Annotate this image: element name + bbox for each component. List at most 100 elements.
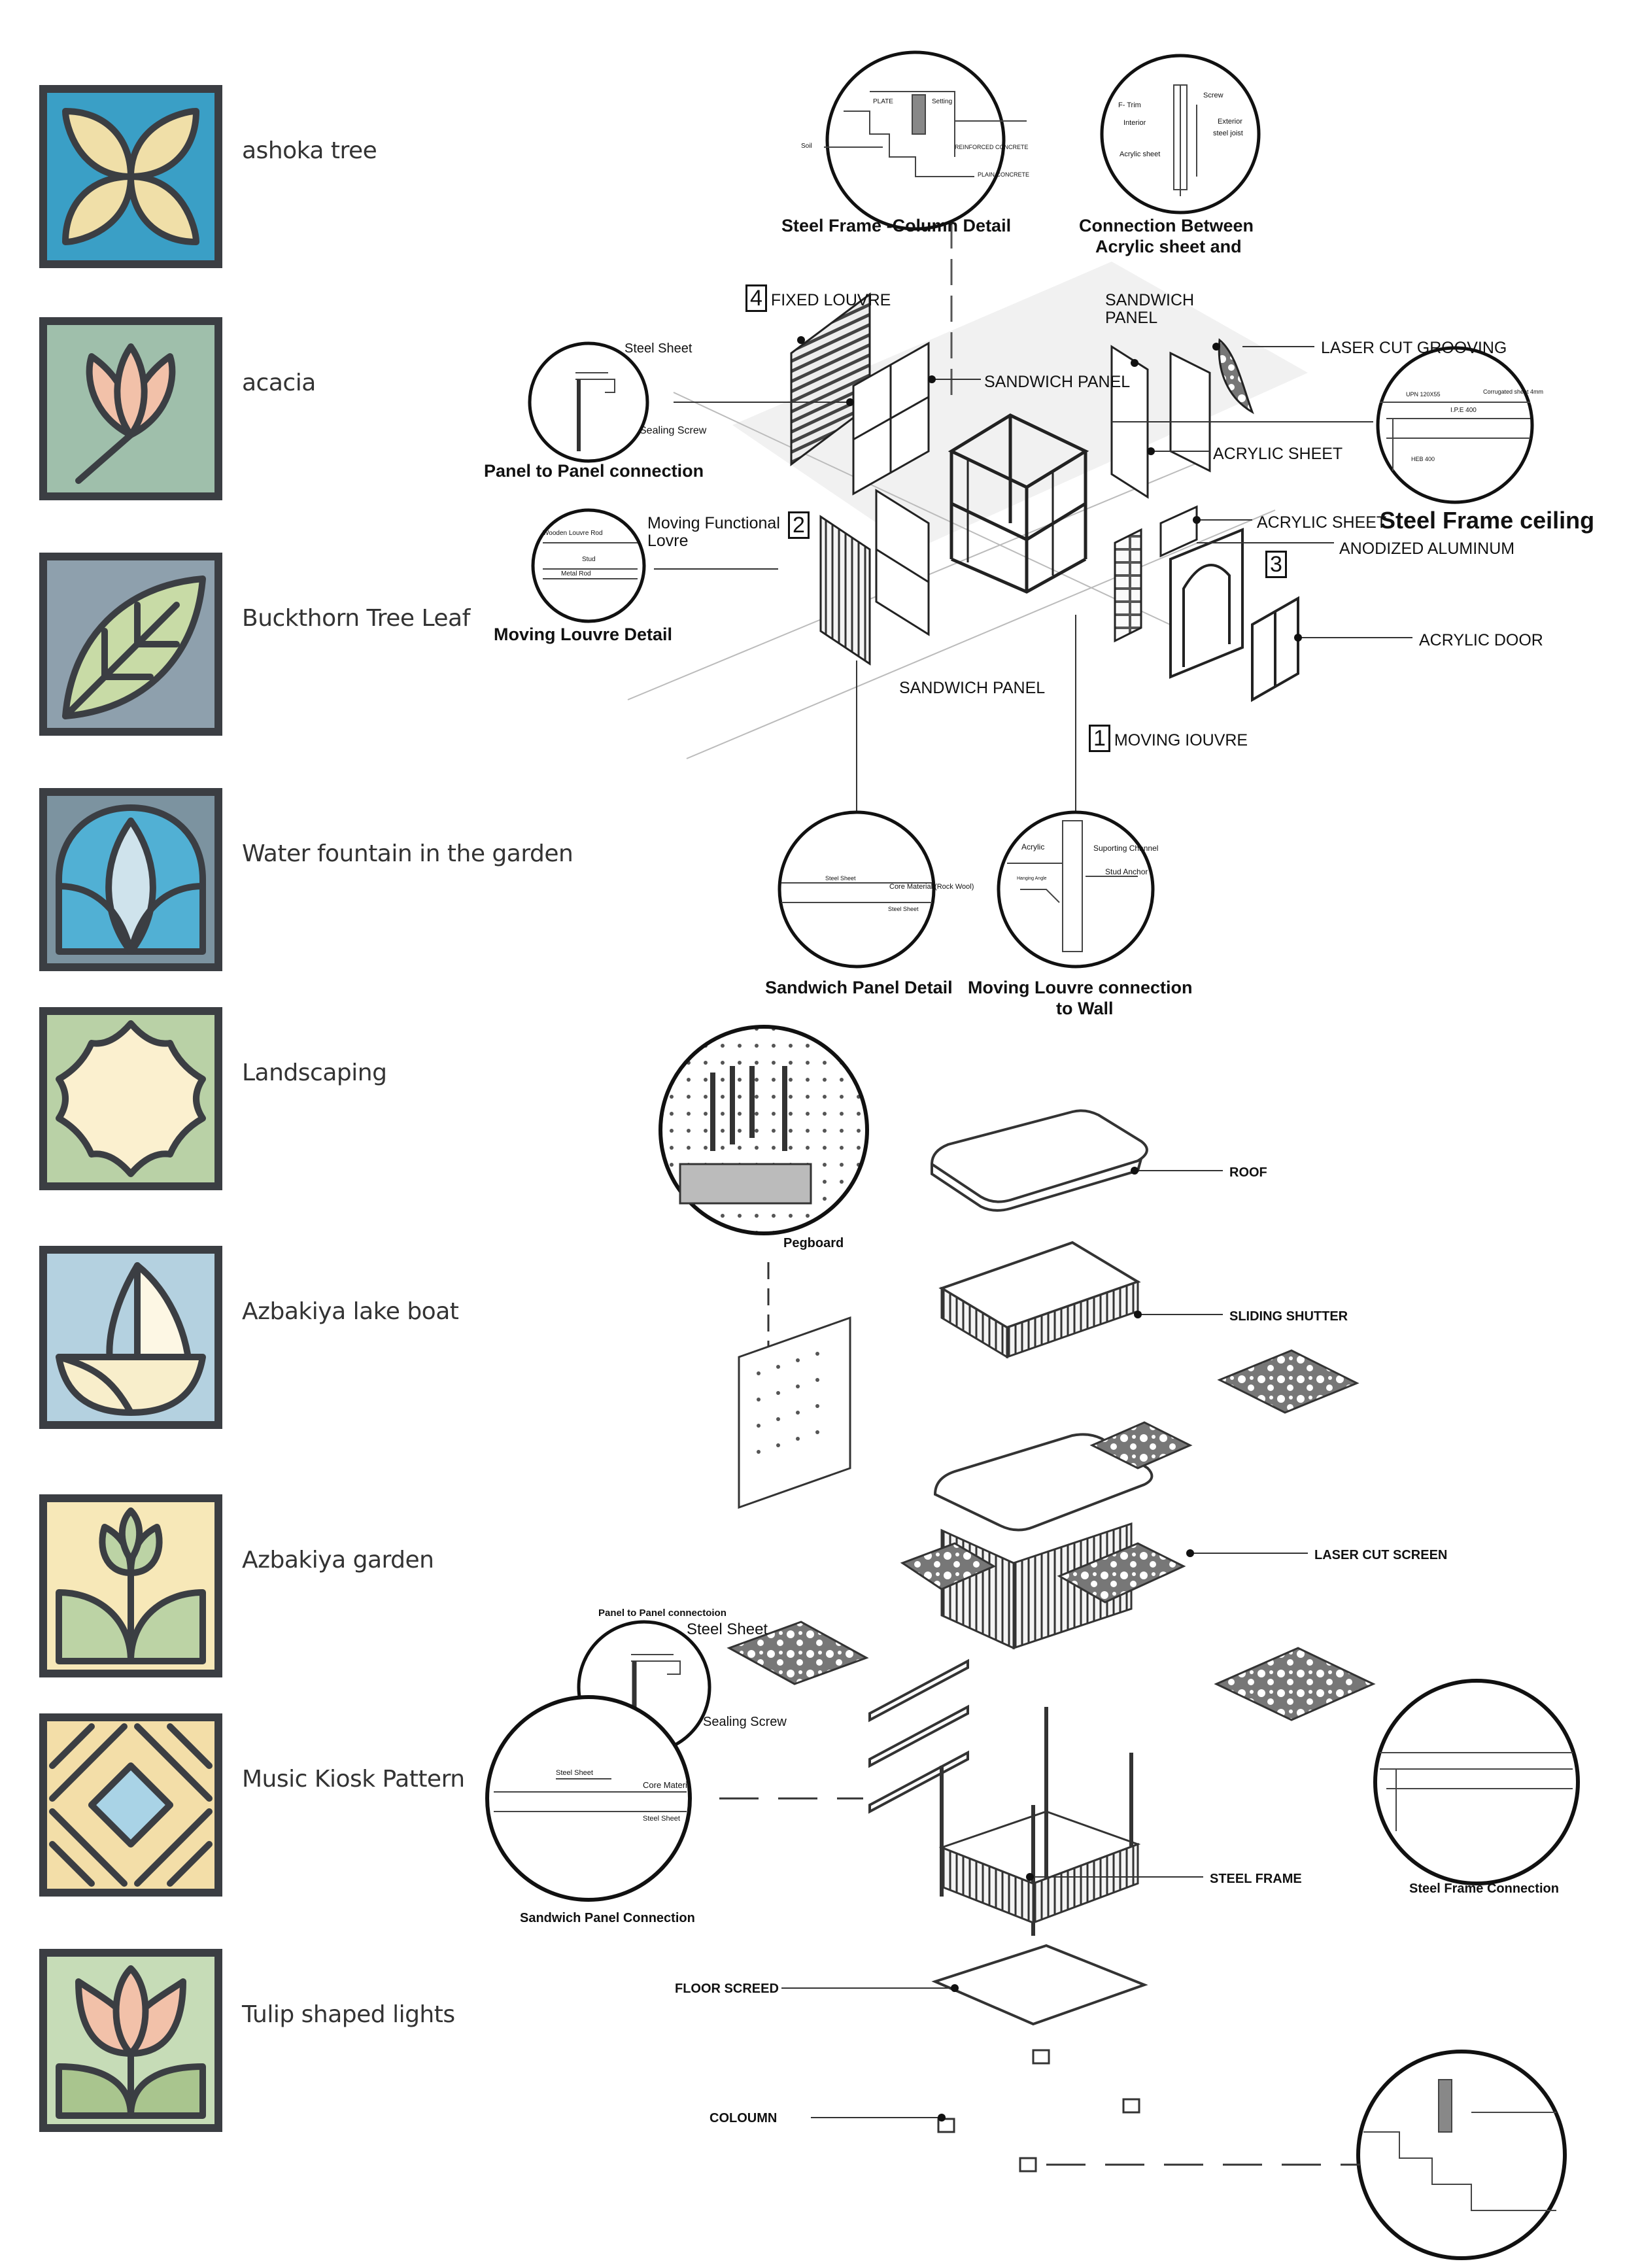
- acrylic-door-panel: [1251, 596, 1299, 702]
- legend-tile-5: [39, 1246, 222, 1429]
- callout-steel-joist: steel joist: [1213, 129, 1243, 137]
- steel-frame-ceiling-title: Steel Frame ceiling: [1380, 507, 1595, 534]
- leader-dot: [1026, 1873, 1034, 1881]
- column-detail-title: Steel Frame -Column Detail: [781, 216, 1012, 235]
- leader-dot: [1294, 634, 1302, 642]
- callout-f-trim: F- Trim: [1118, 101, 1141, 109]
- detail-circle-steel-frame-connection: [1373, 1679, 1580, 1885]
- acrylic-connection-title-1: Connection Between: [1079, 216, 1254, 235]
- steel-frame-lower: [938, 1707, 1141, 1936]
- panel-to-panel-title: Panel to Panel connection: [484, 461, 704, 481]
- detail-circle-moving-louvre: [531, 508, 646, 623]
- callout-upn: UPN 120X55: [1406, 391, 1441, 398]
- leader-dot: [1193, 516, 1201, 524]
- callout-steel-sheet-c: Steel Sheet: [556, 1769, 593, 1777]
- bottom-leader-lines: [781, 1170, 1308, 2118]
- coloumn-label: COLOUMN: [710, 2111, 778, 2125]
- laser-screen-left: [727, 1621, 869, 1685]
- leader-dot: [928, 375, 936, 383]
- moving-louvre-panel: [1114, 528, 1142, 643]
- boat-icon: [39, 1246, 222, 1429]
- assembled-kiosk: [900, 1421, 1193, 1650]
- sandwich-panel-mid-label: SANDWICH PANEL: [984, 373, 1131, 391]
- moving-louvre-text: MOVING IOUVRE: [1114, 731, 1248, 749]
- water-fountain-icon: [39, 788, 222, 971]
- legend-tile-4: [39, 1007, 222, 1190]
- acrylic-sheet-label-2: ACRYLIC SHEET: [1257, 513, 1387, 532]
- acrylic-door-label: ACRYLIC DOOR: [1419, 631, 1543, 649]
- laser-cut-grooving-ornament: [1218, 338, 1254, 415]
- floor-screed-slab: [931, 1944, 1148, 2026]
- louvre-wall-title-2: to Wall: [1056, 999, 1114, 1018]
- sandwich-panel-detail-title: Sandwich Panel Detail: [765, 978, 953, 997]
- steel-beams: [868, 1658, 969, 1814]
- legend-label-7: Music Kiosk Pattern: [242, 1766, 465, 1793]
- moving-louvre-detail-title: Moving Louvre Detail: [494, 625, 673, 644]
- steel-frame-label: STEEL FRAME: [1210, 1872, 1302, 1886]
- sandwich-panel-top-2: PANEL: [1105, 309, 1158, 327]
- pegboard-label: Pegboard: [783, 1236, 844, 1250]
- landscaping-flower-icon: [39, 1007, 222, 1190]
- legend-label-8: Tulip shaped lights: [242, 2001, 455, 2028]
- tulip-icon: [39, 1949, 222, 2132]
- acrylic-connection-title-2: Acrylic sheet and: [1095, 237, 1242, 256]
- detail-circle-ceiling: [1376, 346, 1534, 504]
- callout-soil: Soil: [801, 143, 812, 150]
- callout-reinforced: REINFORCED CONCRETE: [955, 144, 1029, 150]
- sealing-screw-label-top: Sealing Screw: [640, 425, 707, 436]
- legend-tile-7: [39, 1713, 222, 1897]
- callout-steel-sheet-a: Steel Sheet: [825, 875, 856, 882]
- callout-stud-anchor: Stud Anchor: [1105, 867, 1148, 876]
- leader-dot: [951, 1984, 959, 1992]
- legend-label-3: Water fountain in the garden: [242, 840, 573, 867]
- detail-circle-louvre-wall: [997, 810, 1155, 969]
- laser-cut-grooving-label: LASER CUT GROOVING: [1321, 339, 1507, 357]
- callout-acrylic-sheet: Acrylic sheet: [1120, 150, 1161, 158]
- leader-dot: [797, 336, 805, 344]
- callout-ipe: I.P.E 400: [1450, 407, 1477, 414]
- roof-slab: [930, 1109, 1148, 1212]
- legend-label-5: Azbakiya lake boat: [242, 1298, 459, 1325]
- laser-cut-screen-label: LASER CUT SCREEN: [1314, 1548, 1448, 1562]
- legend-tile-3: [39, 788, 222, 971]
- callout-plain: PLAIN CONCRETE: [978, 171, 1030, 178]
- steel-sheet-label-bottom: Steel Sheet: [687, 1621, 768, 1638]
- callout-plate: PLATE: [873, 98, 893, 105]
- leader-dot: [1131, 359, 1138, 367]
- roof-label: ROOF: [1229, 1165, 1267, 1180]
- legend-tile-2: [39, 553, 222, 736]
- callout-wooden-louvre: Wooden Louvre Rod: [543, 530, 603, 537]
- sliding-shutter: [938, 1241, 1141, 1359]
- moving-functional-number: 2: [788, 511, 813, 539]
- fixed-louvre-text: FIXED LOUVRE: [770, 291, 891, 309]
- louvre-wall-title-1: Moving Louvre connection: [968, 978, 1193, 997]
- detail-circle-column-footing: [1356, 2050, 1567, 2260]
- acrylic-sheet-label-1: ACRYLIC SHEET: [1213, 445, 1343, 463]
- panel-to-panel-small-label: Panel to Panel connectoion: [598, 1607, 727, 1619]
- pegboard-panel: [738, 1316, 851, 1509]
- pegboard-photo-circle: [659, 1025, 869, 1235]
- garden-plant-icon: [39, 1494, 222, 1677]
- legend-label-4: Landscaping: [242, 1059, 387, 1086]
- number-three-box: 3: [1265, 551, 1287, 578]
- detail-circle-panel-to-panel: [528, 341, 649, 463]
- legend-tile-6: [39, 1494, 222, 1677]
- column-footings: [937, 2049, 1140, 2173]
- leader-dot: [846, 398, 854, 406]
- legend-label-6: Azbakiya garden: [242, 1547, 434, 1573]
- anodized-number: 3: [1265, 551, 1291, 578]
- moving-functional-label-1: Moving Functional: [647, 514, 780, 532]
- legend-tile-1: [39, 317, 222, 500]
- callout-heb: HEB 400: [1411, 456, 1435, 462]
- detail-circle-sandwich: [778, 810, 936, 969]
- callout-supporting-channel: Suporting Channel: [1093, 844, 1159, 853]
- legend-label-0: ashoka tree: [242, 137, 377, 164]
- leader-dot: [1186, 1549, 1194, 1557]
- legend-tile-0: [39, 85, 222, 268]
- callout-steel-sheet-d: Steel Sheet: [643, 1815, 680, 1823]
- sandwich-panel-bottom-label: SANDWICH PANEL: [899, 679, 1046, 697]
- callout-setting: Setting: [932, 98, 953, 105]
